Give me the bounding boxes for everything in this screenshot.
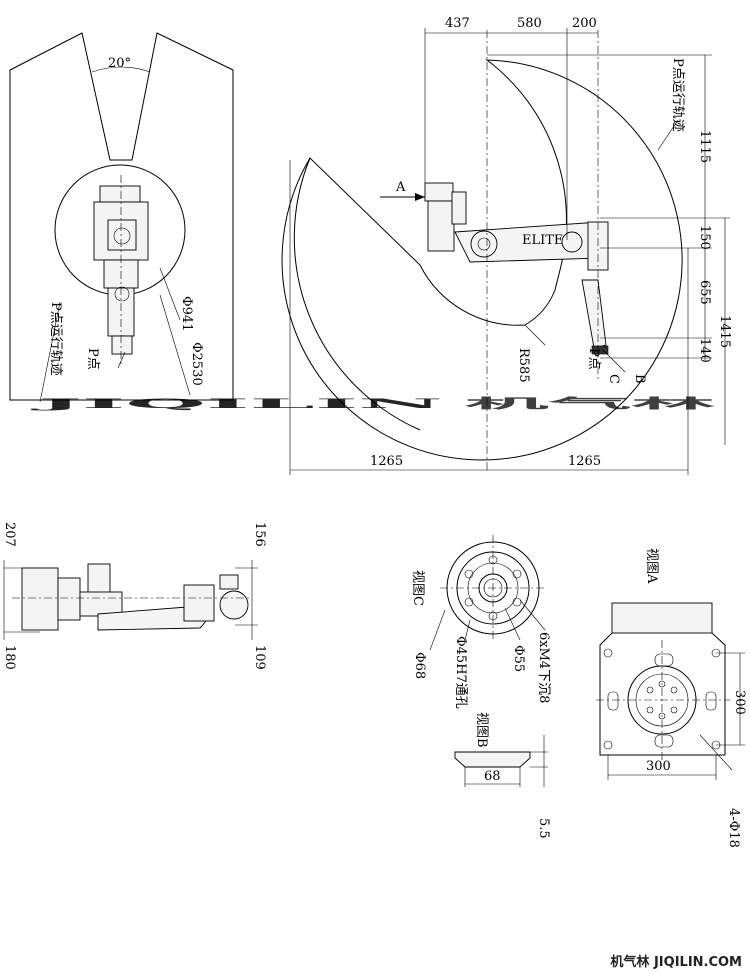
top-view-p-point: P点 — [85, 348, 100, 370]
top-view-dia-outer: Φ2530 — [189, 342, 204, 386]
front-view: 207 180 156 109 — [2, 522, 267, 670]
bottom-dim-0: 1265 — [370, 454, 403, 469]
top-view-angle: 20° — [108, 56, 131, 71]
watermark-cjk: 机气林 — [465, 396, 715, 412]
top-dim-0: 437 — [445, 16, 470, 31]
site-footer: 机气林 JIQILIN.COM — [610, 951, 742, 970]
view-b: 视图B 68 5.5 — [454, 712, 551, 839]
watermark: JIQILIN 机气林 — [31, 396, 715, 412]
side-view: ELITE A 437 580 200 1115 150 655 140 141… — [281, 16, 732, 475]
view-c-hole: Φ45H7通孔 — [453, 636, 468, 709]
top-view-dia-inner: Φ941 — [179, 296, 194, 331]
right-dim-0: 1115 — [697, 130, 712, 163]
top-view-trajectory: P点运行轨迹 — [48, 302, 63, 376]
total-height: 1415 — [717, 315, 732, 348]
view-a-title: 视图A — [644, 548, 659, 584]
side-view-workspace-outline — [281, 59, 683, 461]
view-b-width: 68 — [484, 769, 501, 784]
view-b-title: 视图B — [474, 712, 489, 748]
right-dim-3: 140 — [697, 338, 712, 363]
top-view-workspace-outline — [9, 32, 234, 401]
watermark-latin: JIQILIN — [31, 397, 444, 412]
view-a-marker: A — [395, 180, 406, 195]
top-view: 20° Φ941 Φ2530 P点运行轨迹 P点 — [9, 32, 234, 403]
footer-url: JIQILIN.COM — [653, 955, 742, 970]
view-b-marker: B — [632, 374, 647, 384]
arm-label: ELITE — [522, 233, 563, 248]
front-left-dim-0: 207 — [2, 522, 17, 547]
view-c-marker: C — [606, 374, 621, 384]
view-c-dia-68: Φ68 — [412, 652, 427, 679]
top-dim-1: 580 — [517, 16, 542, 31]
view-c-screws: 6xM4下沉8 — [536, 632, 551, 703]
view-a: 视图A 300 300 4-Φ18 — [596, 548, 747, 848]
view-a-height: 300 — [732, 690, 747, 715]
view-c-dia-55: Φ55 — [511, 645, 526, 672]
view-b-depth: 5.5 — [536, 818, 551, 839]
top-dim-2: 200 — [572, 16, 597, 31]
view-a-width: 300 — [646, 759, 671, 774]
right-dim-2: 655 — [697, 280, 712, 305]
view-c-title: 视图C — [410, 570, 425, 606]
footer-cjk: 机气林 — [610, 955, 650, 970]
right-dim-1: 150 — [697, 225, 712, 250]
front-left-dim-1: 180 — [2, 645, 17, 670]
side-view-radius: R585 — [516, 348, 531, 383]
front-right-dim-1: 109 — [252, 645, 267, 670]
view-c: 视图C Φ68 Φ45H7通孔 Φ55 6xM4下沉8 — [410, 535, 551, 709]
side-view-p-point: P点 — [586, 348, 601, 370]
side-view-trajectory: P点运行轨迹 — [670, 58, 685, 132]
view-a-holes: 4-Φ18 — [726, 808, 741, 848]
front-right-dim-0: 156 — [252, 522, 267, 547]
bottom-dim-1: 1265 — [568, 454, 601, 469]
